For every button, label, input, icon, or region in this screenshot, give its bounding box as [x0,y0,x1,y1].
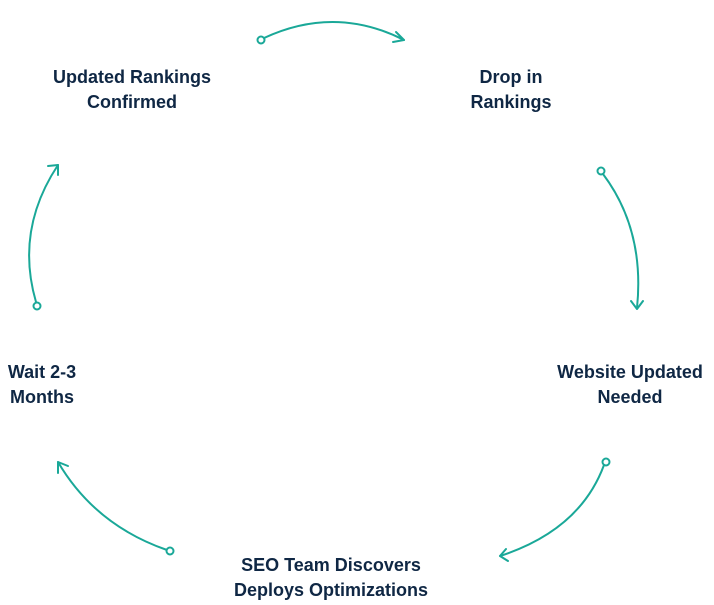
step-line1: Website Updated [557,362,703,382]
step-line1: Updated Rankings [52,67,212,87]
arrowhead-icon [392,31,405,43]
step-line2: Months [10,387,74,407]
step-line2: Needed [597,387,663,407]
start-dot [601,457,611,467]
step-seo-team-discovers: SEO Team Discovers Deploys Optimizations [234,553,428,603]
step-line1: Wait 2-3 [7,362,77,382]
step-website-updated-needed: Website Updated Needed [557,360,703,410]
step-line1: Drop in [479,67,543,87]
arrowhead-icon [47,164,59,176]
step-wait-months: Wait 2-3 Months [8,360,76,410]
arrow-drop-to-website [596,166,644,310]
step-line2: Deploys Optimizations [233,580,429,600]
arc-path [499,464,605,557]
arc-path [602,173,640,309]
step-drop-in-rankings: Drop in Rankings [470,65,551,115]
start-dot [32,301,42,311]
start-dot [596,166,606,176]
step-line1: SEO Team Discovers [241,555,421,575]
arrow-wait-to-updated [28,164,59,311]
arc-path [263,21,405,41]
arc-path [28,164,59,303]
step-line2: Confirmed [87,92,177,112]
step-updated-rankings-confirmed: Updated Rankings Confirmed [53,65,211,115]
arrow-updated-to-drop [256,21,405,45]
start-dot [256,35,266,45]
arrow-seo-to-wait [57,461,175,556]
arrowhead-icon [57,461,69,474]
arrowhead-icon [630,300,644,310]
arrowhead-icon [499,548,509,562]
arc-path [57,461,168,551]
arrow-website-to-seo [499,457,611,562]
step-line2: Rankings [470,92,552,112]
start-dot [165,546,175,556]
